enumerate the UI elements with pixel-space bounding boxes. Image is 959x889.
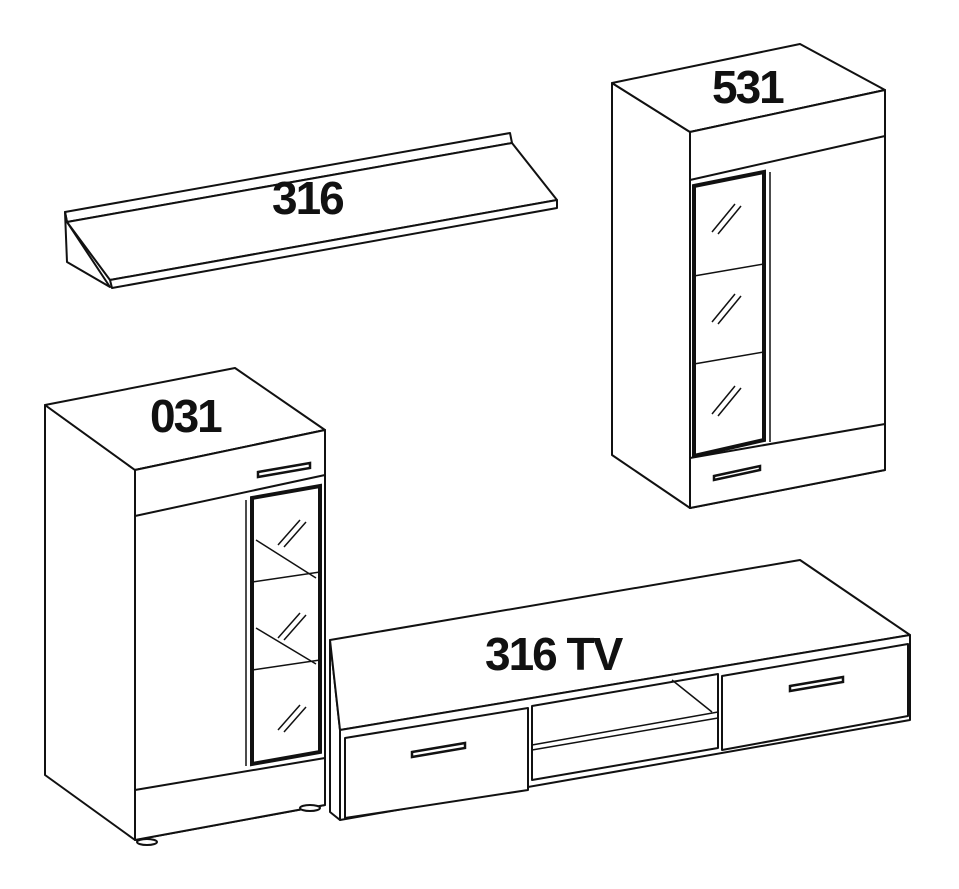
glass-hatch-icon bbox=[277, 519, 307, 733]
shelf-label: 316 bbox=[272, 172, 343, 224]
wall-cabinet-531: 531 bbox=[611, 43, 886, 509]
wall-shelf-316: 316 bbox=[64, 132, 558, 289]
glass-hatch-icon bbox=[711, 203, 742, 417]
tall-cabinet-label: 031 bbox=[150, 390, 222, 442]
wall-cabinet-label: 531 bbox=[712, 61, 784, 113]
tv-unit-316-tv: 316 TV bbox=[329, 559, 911, 821]
tall-cabinet-031: 031 bbox=[44, 367, 326, 846]
tv-unit-label: 316 TV bbox=[485, 628, 624, 680]
